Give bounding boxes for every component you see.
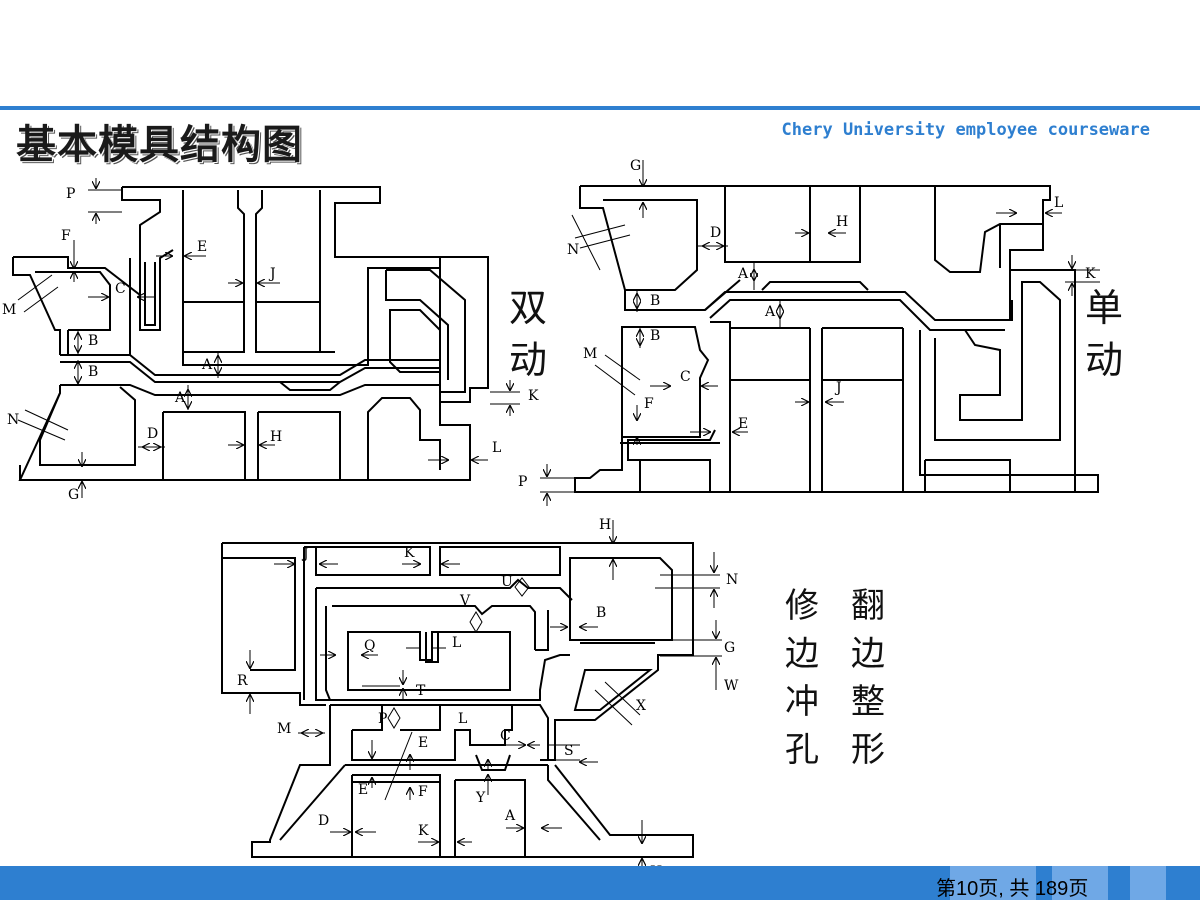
single-action-label: 单 动	[1080, 282, 1128, 386]
svg-text:L: L	[492, 440, 501, 456]
svg-text:Y: Y	[475, 790, 486, 806]
pager-suffix: 页	[1068, 878, 1089, 900]
flange-char-1: 翻	[851, 586, 885, 626]
single-action-dimensions	[540, 160, 1100, 506]
svg-text:L: L	[1054, 195, 1063, 211]
svg-text:L: L	[452, 635, 461, 651]
double-action-label: 双 动	[504, 282, 552, 386]
svg-text:Q: Q	[364, 638, 375, 654]
svg-text:M: M	[277, 721, 291, 737]
svg-text:T: T	[416, 683, 426, 699]
svg-text:G: G	[630, 158, 641, 174]
footer-block-1	[950, 866, 1036, 900]
svg-text:L: L	[458, 711, 467, 727]
single-action-char-1: 单	[1084, 286, 1123, 330]
svg-text:H: H	[836, 214, 848, 230]
svg-text:C: C	[680, 369, 691, 385]
single-action-char-2: 动	[1084, 338, 1123, 382]
svg-text:F: F	[644, 396, 654, 412]
svg-text:B: B	[596, 605, 606, 621]
svg-text:E: E	[418, 735, 428, 751]
svg-text:P: P	[66, 186, 75, 202]
double-action-letters: P F E J C M BB A A N D H K L G	[2, 186, 539, 503]
svg-text:J: J	[301, 546, 309, 562]
double-action-char-2: 动	[508, 338, 547, 382]
svg-text:F: F	[61, 228, 71, 244]
svg-text:K: K	[528, 388, 539, 404]
svg-text:J: J	[834, 380, 842, 396]
svg-text:H: H	[270, 429, 282, 445]
double-action-char-1: 双	[508, 286, 547, 330]
page-title: 基本模具结构图	[16, 122, 303, 168]
svg-text:B: B	[650, 293, 660, 309]
single-action-letters: G L D H N A K B A B M C J F E P	[518, 158, 1096, 490]
svg-text:R: R	[237, 673, 248, 689]
page-counter: 第10页, 共 189页	[936, 872, 1088, 901]
svg-text:M: M	[2, 302, 16, 318]
svg-text:S: S	[564, 743, 574, 759]
course-label: Chery University employee courseware	[781, 120, 1150, 140]
pager-prefix: 第	[936, 878, 956, 900]
svg-text:W: W	[724, 678, 739, 694]
trim-die	[221, 542, 694, 858]
svg-text:B: B	[88, 364, 98, 380]
svg-text:A: A	[504, 808, 516, 824]
svg-text:A: A	[737, 266, 749, 282]
single-action-die	[574, 185, 1099, 493]
svg-text:N: N	[567, 242, 579, 258]
trim-char-2: 边	[785, 634, 819, 674]
svg-text:N: N	[726, 572, 738, 588]
footer-block-2	[1052, 866, 1108, 900]
svg-text:F: F	[418, 784, 428, 800]
svg-text:P: P	[518, 474, 527, 490]
svg-text:D: D	[147, 426, 158, 442]
svg-text:H: H	[599, 517, 611, 533]
svg-text:K: K	[1085, 266, 1096, 282]
pager-mid: 页, 共	[978, 878, 1030, 900]
svg-text:G: G	[68, 487, 79, 503]
footer-block-3	[1130, 866, 1166, 900]
svg-text:A: A	[174, 390, 186, 406]
svg-text:M: M	[583, 346, 597, 362]
flange-char-4: 形	[851, 730, 885, 770]
svg-text:A: A	[201, 357, 213, 373]
trim-char-1: 修	[785, 586, 819, 626]
svg-text:B: B	[650, 328, 660, 344]
trim-char-3: 冲	[785, 682, 819, 722]
svg-text:C: C	[115, 281, 126, 297]
trim-die-letters: HJK NUV BGQ LRT WXM PLE CSE FYD KAH	[237, 517, 739, 880]
svg-text:J: J	[268, 266, 276, 282]
svg-text:V: V	[459, 593, 471, 609]
svg-text:X: X	[636, 698, 646, 714]
svg-text:E: E	[197, 239, 207, 255]
flange-restrike-label: 翻 边 整 形	[844, 582, 892, 774]
trim-char-4: 孔	[785, 730, 819, 770]
svg-text:P: P	[378, 711, 387, 727]
svg-text:D: D	[318, 813, 329, 829]
svg-text:K: K	[404, 545, 415, 561]
svg-text:N: N	[7, 412, 19, 428]
header-divider	[0, 106, 1200, 110]
trim-pierce-label: 修 边 冲 孔	[778, 582, 826, 774]
svg-text:U: U	[501, 574, 513, 590]
svg-text:A: A	[764, 304, 776, 320]
svg-text:B: B	[88, 333, 98, 349]
trim-die-dimensions	[250, 520, 722, 880]
double-action-die	[12, 186, 489, 481]
flange-char-3: 整	[851, 682, 885, 722]
svg-text:D: D	[710, 225, 721, 241]
svg-text:C: C	[500, 728, 511, 744]
pager-current: 10	[956, 878, 979, 900]
pager-total: 189	[1034, 878, 1069, 900]
svg-text:E: E	[738, 416, 748, 432]
svg-text:K: K	[418, 823, 429, 839]
flange-char-2: 边	[851, 634, 885, 674]
svg-text:E: E	[358, 782, 368, 798]
double-action-dimensions	[17, 178, 520, 498]
svg-text:G: G	[724, 640, 735, 656]
